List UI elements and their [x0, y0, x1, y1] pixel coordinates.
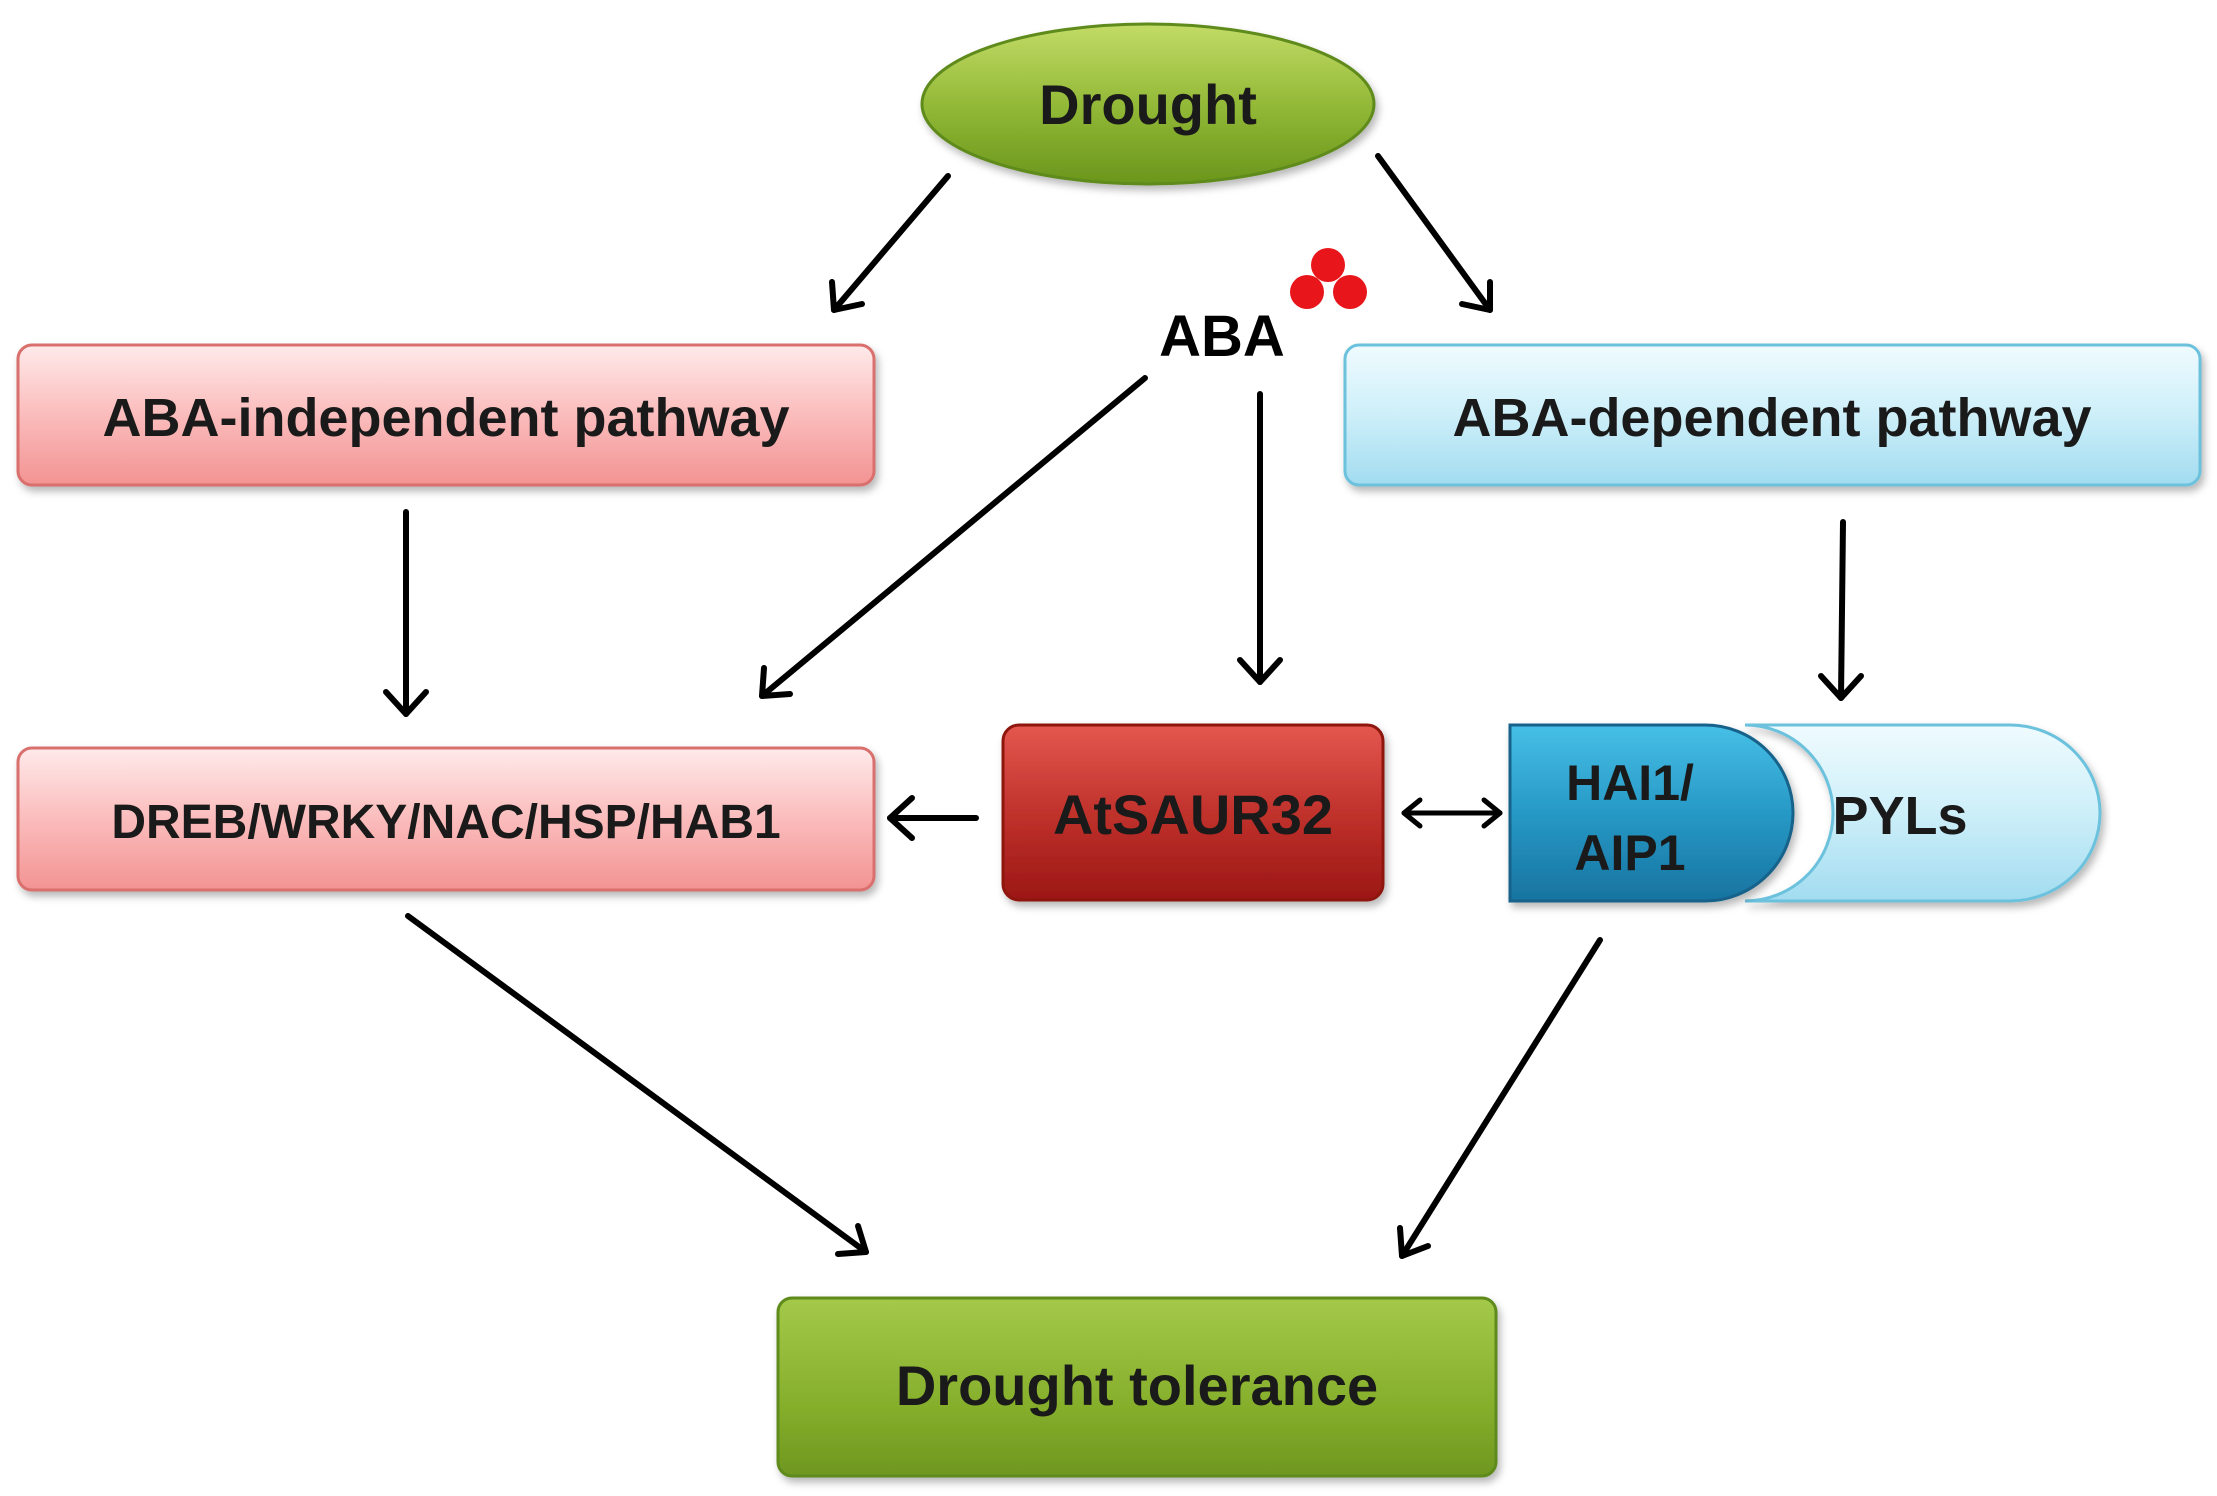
arrow-atsaur32-hai1-bidirectional	[1401, 797, 1503, 829]
tf-list-label: DREB/WRKY/NAC/HSP/HAB1	[111, 796, 780, 849]
aba-label: ABA	[1159, 304, 1285, 369]
arrow-independent-to-tf	[383, 509, 429, 717]
arrow-aba-to-tf	[759, 375, 1148, 699]
arrow-atsaur32-to-tf	[887, 795, 979, 841]
arrow-drought-to-independent	[829, 173, 951, 313]
aba-molecule-icon	[1290, 248, 1367, 309]
arrow-drought-to-dependent	[1375, 153, 1493, 313]
aba-independent-label: ABA-independent pathway	[102, 388, 789, 448]
pyls-node: PYLs	[1744, 723, 2102, 903]
tf-list-node: DREB/WRKY/NAC/HSP/HAB1	[16, 746, 876, 892]
hai1-label-line2: AIP1	[1574, 825, 1685, 881]
atsaur32-node: AtSAUR32	[1001, 723, 1385, 902]
pyls-label: PYLs	[1832, 786, 1967, 846]
aba-node: ABA	[1159, 248, 1367, 369]
atsaur32-label: AtSAUR32	[1053, 783, 1333, 846]
hai1-aip1-node: HAI1/ AIP1	[1508, 723, 1795, 903]
drought-label: Drought	[1039, 73, 1257, 136]
aba-dependent-node: ABA-dependent pathway	[1343, 343, 2202, 487]
arrow-aba-to-atsaur32	[1237, 391, 1283, 685]
arrow-hai1-to-tolerance	[1397, 937, 1603, 1259]
arrow-tf-to-tolerance	[405, 913, 869, 1257]
drought-tolerance-label: Drought tolerance	[896, 1354, 1378, 1417]
drought-tolerance-node: Drought tolerance	[776, 1296, 1498, 1478]
aba-dependent-label: ABA-dependent pathway	[1452, 388, 2091, 448]
hai1-label-line1: HAI1/	[1566, 755, 1694, 811]
drought-node: Drought	[920, 22, 1376, 186]
aba-independent-node: ABA-independent pathway	[16, 343, 876, 487]
arrow-dependent-to-pyls	[1818, 519, 1864, 701]
arrows-layer	[383, 153, 1864, 1259]
